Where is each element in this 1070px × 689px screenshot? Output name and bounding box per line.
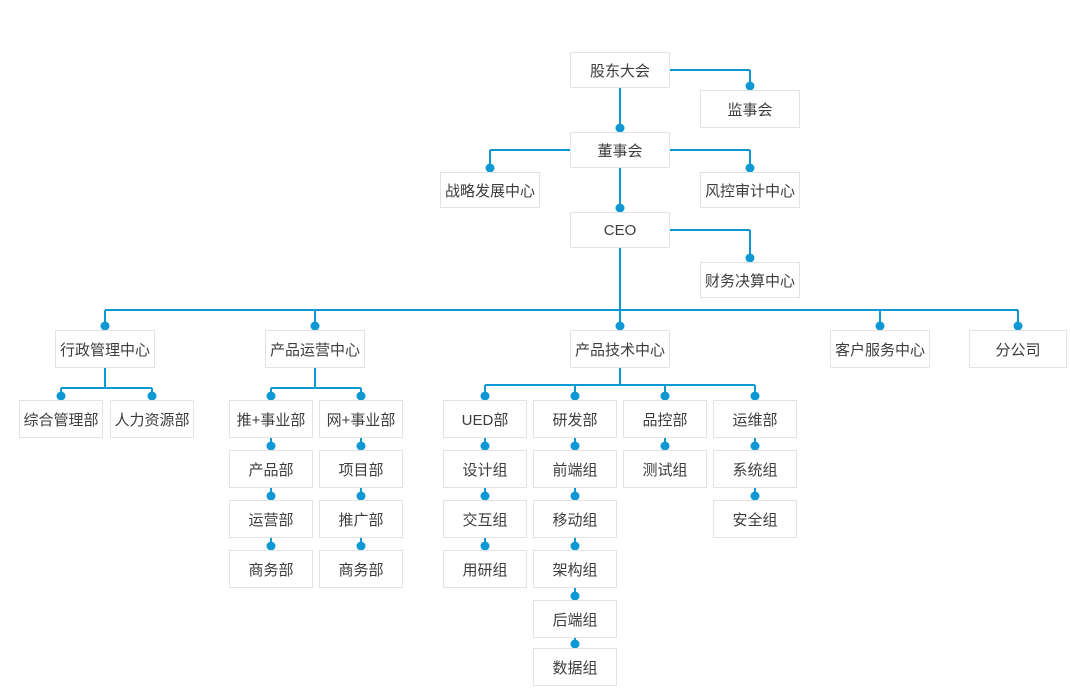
org-node-supervisory_board[interactable]: 监事会 [700,90,800,128]
org-node-general_admin_dept[interactable]: 综合管理部 [19,400,103,438]
org-node-label: 运维部 [732,411,778,429]
org-node-test_team[interactable]: 测试组 [623,450,707,488]
org-node-label: 风控审计中心 [704,182,795,200]
org-node-frontend_team[interactable]: 前端组 [533,450,617,488]
org-node-label: 安全组 [732,511,778,529]
org-node-label: 前端组 [552,461,598,479]
org-node-hr_dept[interactable]: 人力资源部 [110,400,194,438]
org-node-label: UED部 [461,411,509,429]
org-node-label: 架构组 [552,561,598,579]
org-node-label: 财务决算中心 [704,272,795,290]
org-node-label: 项目部 [338,461,384,479]
org-node-label: 产品运营中心 [269,341,360,359]
org-node-label: 设计组 [462,461,508,479]
org-node-rnd_dept[interactable]: 研发部 [533,400,617,438]
org-node-qc_dept[interactable]: 品控部 [623,400,707,438]
org-node-label: 监事会 [727,101,773,119]
org-node-label: 产品部 [248,461,294,479]
org-node-data_team[interactable]: 数据组 [533,648,617,686]
org-node-promotion_dept[interactable]: 推广部 [319,500,403,538]
org-node-interaction_team[interactable]: 交互组 [443,500,527,538]
org-node-label: 研发部 [552,411,598,429]
org-node-user_research_team[interactable]: 用研组 [443,550,527,588]
org-node-label: 战略发展中心 [444,182,535,200]
org-node-customer_service_center[interactable]: 客户服务中心 [830,330,930,368]
org-node-project_dept[interactable]: 项目部 [319,450,403,488]
org-node-ued_dept[interactable]: UED部 [443,400,527,438]
org-node-branch_company[interactable]: 分公司 [969,330,1067,368]
org-node-label: 数据组 [552,659,598,677]
org-node-label: 商务部 [338,561,384,579]
org-node-label: 人力资源部 [114,411,190,429]
org-node-design_team[interactable]: 设计组 [443,450,527,488]
org-node-backend_team[interactable]: 后端组 [533,600,617,638]
org-node-label: 行政管理中心 [59,341,150,359]
org-node-board_of_directors[interactable]: 董事会 [570,132,670,168]
org-node-label: 客户服务中心 [834,341,925,359]
org-node-label: 推广部 [338,511,384,529]
org-node-risk_audit_center[interactable]: 风控审计中心 [700,172,800,208]
org-node-operation_dept[interactable]: 运营部 [229,500,313,538]
org-node-business_dept_2[interactable]: 商务部 [319,550,403,588]
org-node-strategy_center[interactable]: 战略发展中心 [440,172,540,208]
org-node-business_dept_1[interactable]: 商务部 [229,550,313,588]
org-node-label: 后端组 [552,611,598,629]
org-node-label: 分公司 [995,341,1041,359]
org-node-product_dept[interactable]: 产品部 [229,450,313,488]
org-node-label: 用研组 [462,561,508,579]
org-node-ops_dept[interactable]: 运维部 [713,400,797,438]
org-node-finance_center[interactable]: 财务决算中心 [700,262,800,298]
org-node-label: 交互组 [462,511,508,529]
org-node-tui_business_dept[interactable]: 推+事业部 [229,400,313,438]
org-node-shareholders[interactable]: 股东大会 [570,52,670,88]
org-node-label: 品控部 [642,411,688,429]
org-node-architecture_team[interactable]: 架构组 [533,550,617,588]
org-node-mobile_team[interactable]: 移动组 [533,500,617,538]
org-node-admin_center[interactable]: 行政管理中心 [55,330,155,368]
org-node-label: 推+事业部 [236,411,306,429]
org-node-label: CEO [603,221,637,239]
org-node-security_team[interactable]: 安全组 [713,500,797,538]
org-node-label: 商务部 [248,561,294,579]
org-node-label: 综合管理部 [23,411,99,429]
org-node-product_ops_center[interactable]: 产品运营中心 [265,330,365,368]
org-node-label: 董事会 [597,142,643,160]
org-node-label: 网+事业部 [326,411,396,429]
org-node-system_team[interactable]: 系统组 [713,450,797,488]
org-node-wang_business_dept[interactable]: 网+事业部 [319,400,403,438]
org-node-label: 运营部 [248,511,294,529]
org-node-label: 系统组 [732,461,778,479]
org-node-label: 产品技术中心 [574,341,665,359]
org-node-label: 移动组 [552,511,598,529]
org-node-ceo[interactable]: CEO [570,212,670,248]
org-node-label: 股东大会 [589,62,650,80]
org-node-label: 测试组 [642,461,688,479]
org-node-product_tech_center[interactable]: 产品技术中心 [570,330,670,368]
